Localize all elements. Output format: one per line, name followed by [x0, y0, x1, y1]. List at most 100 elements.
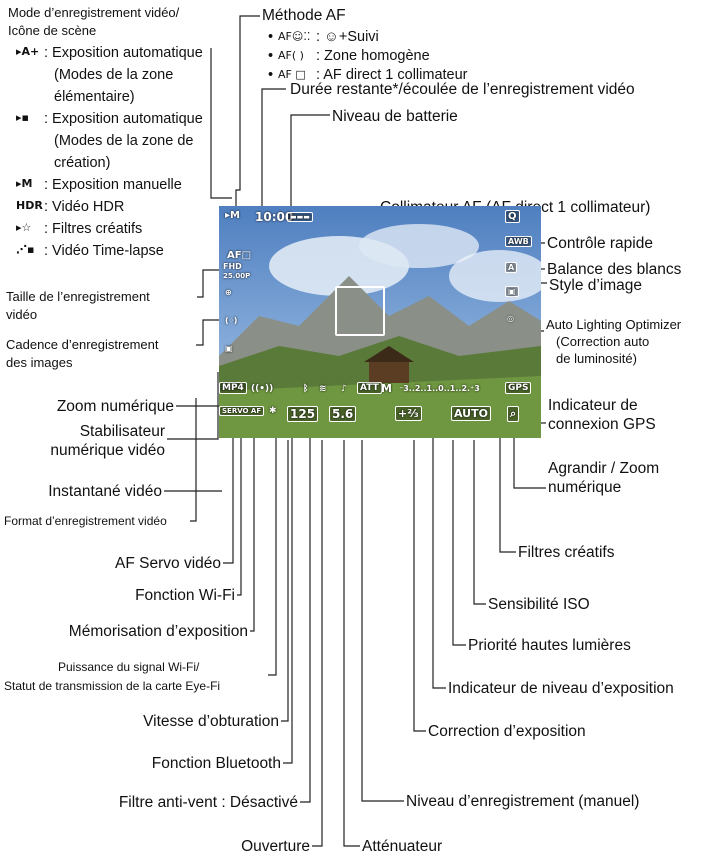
label-alo1: Auto Lighting Optimizer — [546, 317, 682, 332]
mode-text-4-0: : Filtres créatifs — [44, 221, 143, 237]
label-filtre-vent: Filtre anti-vent : Désactivé — [118, 794, 298, 811]
af-method-title: Méthode AF — [262, 7, 346, 24]
picture-style-icon: A — [505, 262, 518, 273]
label-iso: Sensibilité ISO — [488, 596, 590, 613]
mode-icon-3: HDR — [16, 199, 43, 212]
label-stab1: Stabilisateur — [79, 423, 165, 440]
label-batterie: Niveau de batterie — [332, 108, 458, 125]
mode-text-1-1: (Modes de la zone de — [54, 133, 194, 149]
mode-text-1-2: création) — [54, 155, 111, 171]
label-vitesse: Vitesse d’obturation — [143, 713, 279, 730]
af-point-frame — [335, 286, 385, 336]
af-item-0-bullet: • — [268, 29, 274, 45]
mode-icon-5: ⋰▪ — [16, 243, 35, 256]
label-filtres: Filtres créatifs — [518, 544, 615, 561]
label-alo3: de luminosité) — [556, 351, 637, 366]
label-gps2: connexion GPS — [548, 416, 656, 433]
mode-text-0-0: : Exposition automatique — [44, 45, 203, 61]
af-item-2-code: AF □ — [278, 68, 306, 81]
mode-icon-4: ▸☆ — [16, 221, 32, 234]
exposure-scale: ⁻3..2..1..0..1..2.⁺3 — [399, 384, 480, 393]
magnify-icon[interactable]: ⌕ — [507, 406, 520, 422]
mode-text-3-0: : Vidéo HDR — [44, 199, 125, 215]
label-balance: Balance des blancs — [547, 261, 682, 278]
mode-icon-2: ▸M — [16, 177, 33, 190]
bluetooth-icon: ᛒ — [303, 384, 309, 394]
label-servo: AF Servo vidéo — [115, 555, 221, 572]
label-format: Format d’enregistrement vidéo — [4, 514, 167, 528]
quick-control-button[interactable]: Q — [505, 210, 520, 223]
mode-text-0-1: (Modes de la zone — [54, 67, 174, 83]
label-priorite: Priorité hautes lumières — [468, 637, 631, 654]
label-instantane: Instantané vidéo — [48, 483, 162, 500]
label-controle-rapide: Contrôle rapide — [547, 235, 653, 252]
mode-title-line2: Icône de scène — [8, 23, 97, 38]
label-agrandir2: numérique — [548, 479, 622, 496]
mode-text-0-2: élémentaire) — [54, 89, 135, 105]
label-signal2: Statut de transmission de la carte Eye-F… — [4, 679, 221, 693]
awb-icon: AWB — [505, 236, 532, 247]
exposure-comp-readout: +⅔ — [395, 406, 422, 421]
af-item-0-code: AF☺⁚⁚ — [278, 30, 311, 43]
label-taille1: Taille de l’enregistrement — [6, 289, 150, 304]
aperture-readout: 5.6 — [329, 406, 357, 422]
creative-filter-icon: ◎ — [507, 314, 514, 323]
movie-format-icon: MP4 — [219, 382, 247, 394]
wind-filter-icon: ≋ — [319, 384, 327, 394]
label-signal1: Puissance du signal Wi-Fi/ — [58, 660, 200, 674]
mode-text-1-0: : Exposition automatique — [44, 111, 203, 127]
label-niveau-expo: Indicateur de niveau d’exposition — [448, 680, 674, 697]
landscape-image — [219, 206, 541, 438]
label-ouverture: Ouverture — [241, 838, 310, 851]
af-item-1-text: : Zone homogène — [316, 48, 430, 64]
mode-text-2-0: : Exposition manuelle — [44, 177, 182, 193]
mic-icon: ♪ — [341, 384, 347, 394]
af-item-0-text: : ☺+Suivi — [316, 29, 379, 45]
label-attenuateur: Atténuateur — [362, 838, 443, 851]
frame-rate-icon: 25.00P — [223, 272, 251, 280]
snapshot-icon: ▣ — [225, 344, 233, 353]
movie-size-icon: FHD — [223, 262, 242, 271]
shutter-speed-readout: 125 — [287, 406, 319, 422]
label-cadence2: des images — [6, 355, 73, 370]
mode-text-5-0: : Vidéo Time-lapse — [44, 243, 164, 259]
label-zoom: Zoom numérique — [56, 398, 174, 415]
af-icon: AF□ — [227, 250, 252, 261]
wifi-signal-icon: ((•)) — [251, 384, 274, 394]
battery-icon: ▬▬▬ — [287, 212, 313, 222]
time-readout: 10:00 — [255, 210, 294, 224]
camera-screen: ▸M 10:00 ▬▬▬ Q AF□ AWB A ▣ ◎ FHD 25.00P … — [219, 206, 541, 438]
mode-icon: ▸M — [225, 210, 240, 221]
gps-icon: GPS — [505, 382, 532, 394]
mode-icon-1: ▸▪ — [16, 111, 29, 124]
servo-af-icon: SERVO AF — [219, 406, 265, 416]
iso-readout: AUTO — [451, 406, 491, 421]
label-agrandir1: Agrandir / Zoom — [548, 460, 660, 477]
label-duree: Durée restante*/écoulée de l’enregistrem… — [290, 81, 635, 98]
digital-zoom-icon: ⊕ — [225, 288, 232, 297]
label-alo2: (Correction auto — [556, 334, 650, 349]
af-item-2-bullet: • — [268, 67, 274, 83]
label-style: Style d’image — [549, 277, 643, 294]
alo-icon: ▣ — [505, 286, 519, 297]
ae-lock-icon: ✱ — [269, 406, 277, 416]
af-item-1-code: AF( ) — [278, 49, 304, 62]
attenuator-icon: ATT — [357, 382, 382, 394]
af-item-1-bullet: • — [268, 48, 274, 64]
label-memo: Mémorisation d’exposition — [68, 623, 248, 640]
label-bluetooth: Fonction Bluetooth — [151, 755, 281, 772]
mode-title-line1: Mode d’enregistrement vidéo/ — [8, 5, 180, 20]
label-gps1: Indicateur de — [548, 397, 638, 414]
rec-level-readout: M — [381, 382, 392, 395]
mode-icon-0: ▸A+ — [16, 45, 40, 58]
label-correction: Correction d’exposition — [428, 723, 586, 740]
af-item-2-text: : AF direct 1 collimateur — [316, 67, 468, 83]
label-cadence1: Cadence d’enregistrement — [6, 337, 159, 352]
label-wifi: Fonction Wi-Fi — [135, 587, 235, 604]
label-niveau-enr: Niveau d’enregistrement (manuel) — [406, 793, 640, 810]
stabilizer-icon: (◦) — [225, 316, 238, 325]
label-stab2: numérique vidéo — [50, 442, 165, 459]
label-taille2: vidéo — [6, 307, 38, 322]
